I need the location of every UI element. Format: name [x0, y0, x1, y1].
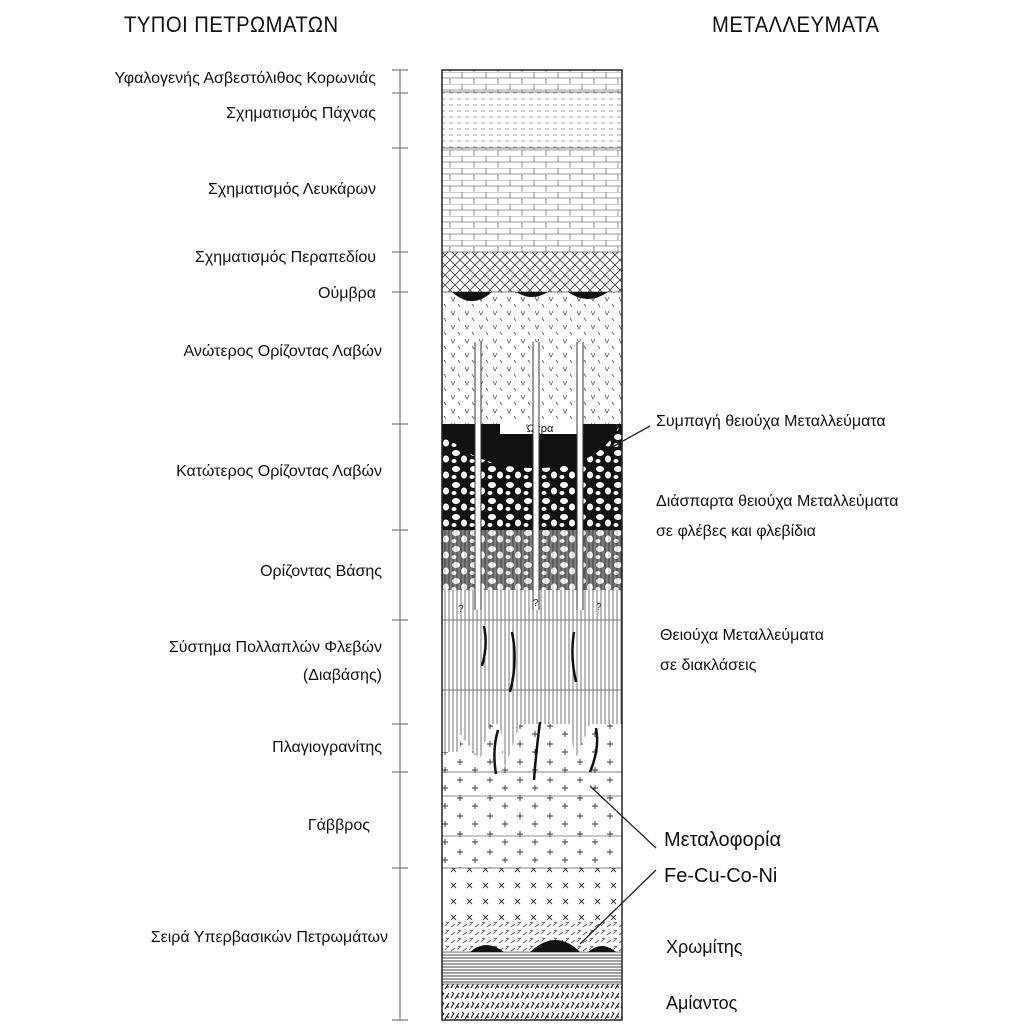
ochre-label: Ώχρα [526, 423, 554, 435]
layer-gabbro [442, 772, 622, 868]
svg-text:?: ? [458, 604, 464, 615]
layer-perapedi [442, 252, 622, 292]
layer-pachna [442, 92, 622, 148]
layer-koronia-limestone [442, 70, 622, 92]
layer-ultramafic-x [442, 868, 622, 920]
layer-chromite-band [442, 952, 622, 984]
svg-text:?: ? [533, 598, 539, 609]
column-layers [442, 70, 622, 1020]
layer-sheeted-dyke [442, 620, 622, 724]
depth-axis [392, 70, 408, 1020]
layer-upper-pillow-lavas [442, 292, 622, 424]
layer-basal-group-pillows [442, 530, 622, 590]
layer-asbestos [442, 984, 622, 1020]
layer-ultramafic-serp [442, 920, 622, 952]
layer-lefkara [442, 148, 622, 252]
svg-text:?: ? [596, 602, 602, 613]
